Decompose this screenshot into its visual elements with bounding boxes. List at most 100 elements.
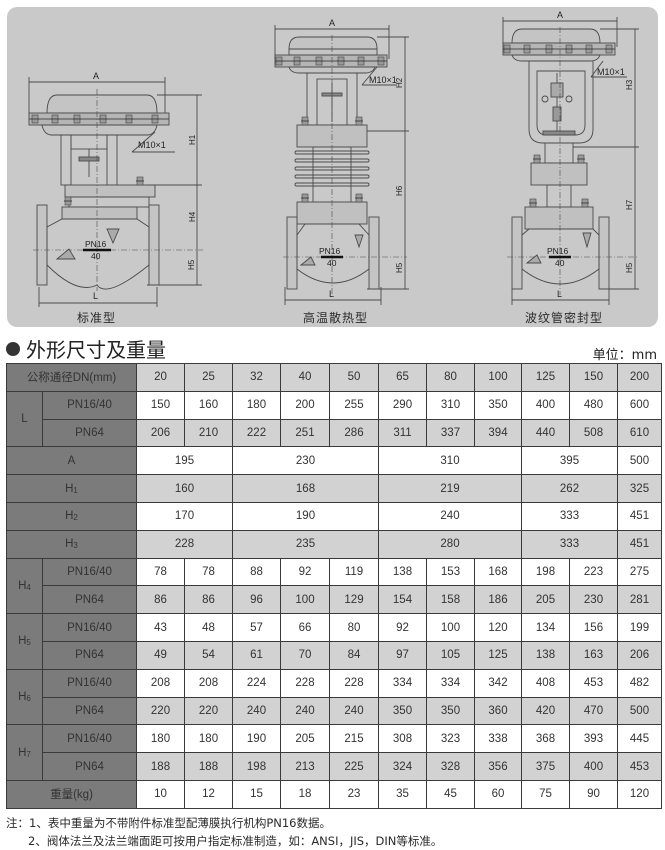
dn-header-label: 公称通径DN(mm) — [6, 363, 137, 392]
value-cell: 190 — [232, 501, 379, 531]
svg-text:A: A — [557, 10, 563, 20]
value-cell: 420 — [521, 696, 570, 726]
value-cell: 290 — [378, 390, 427, 420]
pressure-label: PN16/40 — [42, 668, 137, 698]
value-cell: 408 — [521, 668, 570, 698]
row-label-sub: 4 — [26, 582, 31, 592]
pressure-label: PN64 — [42, 640, 137, 670]
value-cell: 100 — [426, 613, 475, 642]
value-cell: 120 — [617, 779, 662, 809]
value-cell: 451 — [617, 529, 662, 559]
pressure-label: PN64 — [42, 696, 137, 726]
value-cell: 54 — [184, 640, 233, 670]
pressure-label: PN64 — [42, 585, 137, 615]
value-cell: 60 — [474, 779, 522, 809]
value-cell: 228 — [329, 668, 379, 698]
value-cell: 328 — [426, 752, 475, 781]
value-cell: 129 — [329, 585, 379, 615]
row-label-l: L — [6, 390, 43, 448]
dn-header-cell: 125 — [521, 363, 570, 392]
value-cell: 100 — [280, 585, 330, 615]
value-cell: 23 — [329, 779, 379, 809]
value-cell: 224 — [232, 668, 281, 698]
svg-text:H5: H5 — [187, 259, 196, 270]
value-cell: 350 — [426, 696, 475, 726]
value-cell: 45 — [426, 779, 475, 809]
value-cell: 225 — [329, 752, 379, 781]
value-cell: 208 — [136, 668, 185, 698]
value-cell: 206 — [136, 418, 185, 448]
svg-text:PN16: PN16 — [319, 246, 341, 256]
value-cell: 395 — [521, 446, 618, 476]
svg-text:H1: H1 — [188, 134, 197, 145]
value-cell: 342 — [474, 668, 522, 698]
svg-text:H6: H6 — [395, 185, 404, 196]
value-cell: 230 — [232, 446, 379, 476]
unit-label: 单位：mm — [592, 348, 657, 363]
value-cell: 310 — [378, 446, 522, 476]
value-cell: 262 — [521, 474, 618, 503]
row-label-h7: H7 — [6, 724, 43, 781]
svg-text:H3: H3 — [625, 79, 634, 90]
value-cell: 228 — [280, 668, 330, 698]
svg-text:H7: H7 — [625, 199, 634, 210]
value-cell: 158 — [426, 585, 475, 615]
value-cell: 18 — [280, 779, 330, 809]
value-cell: 138 — [521, 640, 570, 670]
value-cell: 368 — [521, 724, 570, 754]
value-cell: 138 — [378, 557, 427, 587]
row-label-sub: 1 — [73, 485, 78, 495]
row-label-text: H — [18, 746, 27, 759]
svg-text:PN16: PN16 — [547, 246, 569, 256]
caption-bellows-seal: 波纹管密封型 — [525, 311, 604, 325]
pressure-label: PN16/40 — [42, 613, 137, 642]
row-label-text: H — [65, 482, 74, 495]
value-cell: 451 — [617, 501, 662, 531]
value-cell: 125 — [474, 640, 522, 670]
row-label-h4: H4 — [6, 557, 43, 615]
value-cell: 220 — [136, 696, 185, 726]
caption-high-temp: 高温散热型 — [303, 311, 369, 325]
value-cell: 445 — [617, 724, 662, 754]
value-cell: 180 — [136, 724, 185, 754]
caption-standard: 标准型 — [77, 311, 117, 325]
value-cell: 190 — [232, 724, 281, 754]
value-cell: 208 — [184, 668, 233, 698]
row-label-text: H — [18, 579, 27, 592]
value-cell: 186 — [474, 585, 522, 615]
row-label-a: A — [6, 446, 137, 476]
dn-header-cell: 200 — [617, 363, 662, 392]
value-cell: 337 — [426, 418, 475, 448]
value-cell: 350 — [378, 696, 427, 726]
value-cell: 400 — [521, 390, 570, 420]
dn-header-cell: 40 — [280, 363, 330, 392]
value-cell: 205 — [521, 585, 570, 615]
value-cell: 61 — [232, 640, 281, 670]
value-cell: 453 — [569, 668, 618, 698]
svg-text:H5: H5 — [395, 262, 404, 273]
value-cell: 70 — [280, 640, 330, 670]
value-cell: 215 — [329, 724, 379, 754]
value-cell: 120 — [474, 613, 522, 642]
note-1: 注：1、表中重量为不带附件标准型配薄膜执行机构PN16数据。 — [6, 816, 331, 830]
svg-text:40: 40 — [91, 251, 101, 261]
value-cell: 15 — [232, 779, 281, 809]
value-cell: 600 — [617, 390, 662, 420]
value-cell: 334 — [426, 668, 475, 698]
pressure-label: PN16/40 — [42, 390, 137, 420]
row-label-h2: H2 — [6, 501, 137, 531]
value-cell: 48 — [184, 613, 233, 642]
value-cell: 333 — [521, 529, 618, 559]
value-cell: 92 — [280, 557, 330, 587]
value-cell: 105 — [426, 640, 475, 670]
pressure-label: PN16/40 — [42, 557, 137, 587]
value-cell: 375 — [521, 752, 570, 781]
dn-header-cell: 80 — [426, 363, 475, 392]
